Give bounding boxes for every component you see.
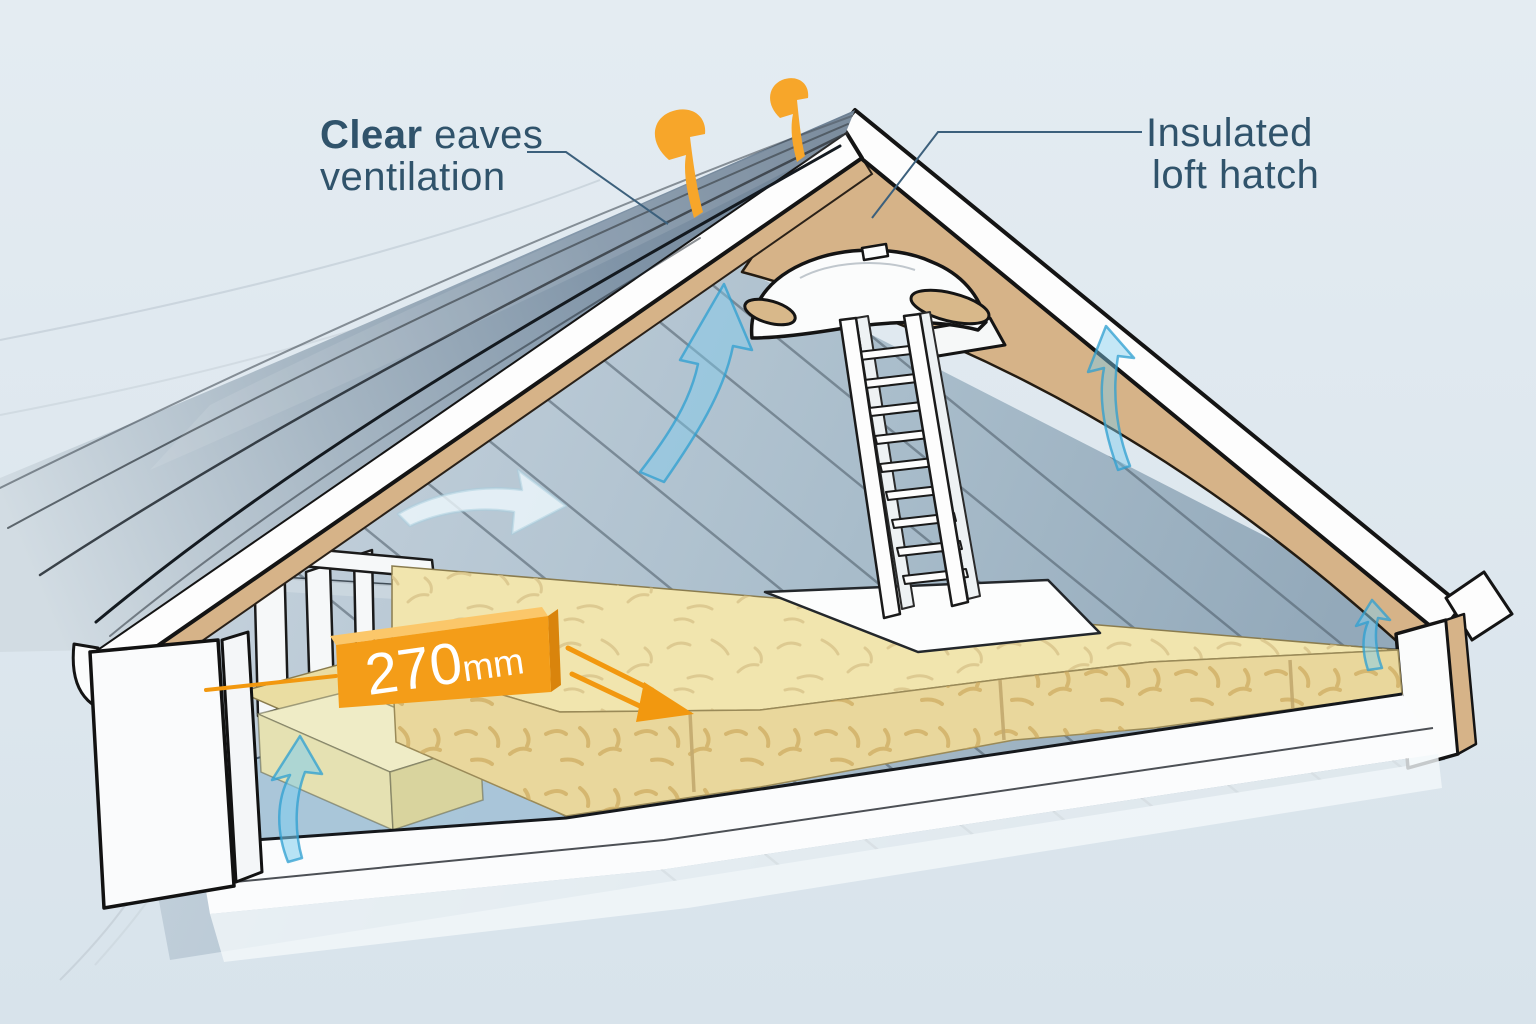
airflow-arrow-icon xyxy=(1354,598,1392,672)
insulation-depth-badge: 270mm xyxy=(204,607,694,722)
ridge-vent-arrows xyxy=(654,78,809,218)
label-hatch-line1: Insulated xyxy=(1146,111,1313,155)
label-eaves-line2: ventilation xyxy=(320,155,506,199)
hatch-end-cap xyxy=(743,297,797,327)
label-loft-hatch: Insulated loft hatch xyxy=(1146,112,1319,196)
airflow-arrows xyxy=(270,282,1392,864)
insulation-board-seams xyxy=(688,659,1295,793)
ridge-vent-arrow-icon xyxy=(770,78,809,162)
airflow-arrow-icon xyxy=(638,282,754,484)
hatch-top-notch xyxy=(860,242,890,262)
ridge-vent-arrow-icon xyxy=(654,109,706,218)
airflow-arrow-icon xyxy=(1086,324,1136,472)
house-wall xyxy=(88,630,264,910)
loft-ladder xyxy=(838,311,981,620)
eaves-leader-line xyxy=(527,151,669,225)
ceiling-cross-section-band xyxy=(197,692,1442,962)
measure-badge-face xyxy=(336,616,551,708)
measure-arrow-icon xyxy=(565,645,655,711)
measure-badge-text: 270mm xyxy=(361,621,527,707)
ladder-rails xyxy=(838,312,970,620)
measure-pointer-line xyxy=(204,674,338,692)
slate-roof xyxy=(0,110,855,652)
hatch-opening xyxy=(909,288,991,326)
label-eaves-line1: Clear eaves xyxy=(320,113,544,157)
airflow-arrow-icon xyxy=(396,468,568,536)
label-hatch-line2: loft hatch xyxy=(1152,153,1320,197)
label-eaves-ventilation: Clear eaves ventilation xyxy=(320,114,543,198)
hatch-leader-line xyxy=(871,131,1142,219)
airflow-arrow-icon xyxy=(270,734,324,864)
slate-row-lines xyxy=(0,115,853,637)
leader-lines xyxy=(527,131,1142,225)
